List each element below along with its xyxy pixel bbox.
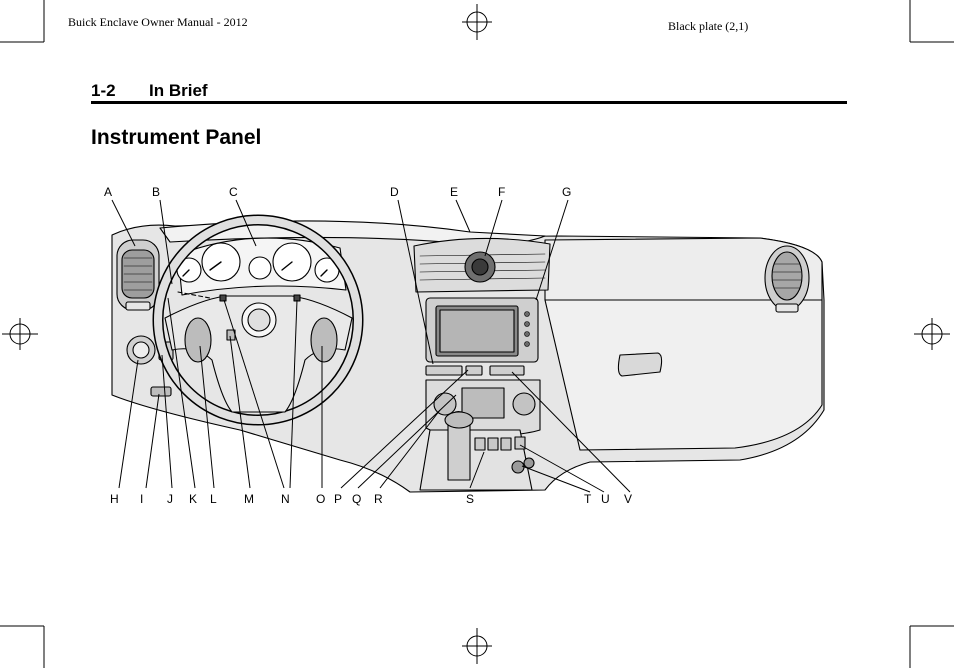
- callout-S: S: [466, 492, 474, 506]
- left-temp-knob-icon: [433, 392, 457, 416]
- callout-B: B: [152, 185, 160, 199]
- glovebox-handle: [617, 352, 663, 377]
- callout-R: R: [374, 492, 383, 506]
- running-header-title: Buick Enclave Owner Manual - 2012: [68, 15, 248, 29]
- right-temp-knob-icon: [512, 392, 536, 416]
- left-air-vent-icon: [116, 239, 160, 311]
- aux-outlet-icon: [523, 457, 535, 469]
- lower-switch-bank: [474, 436, 526, 451]
- callout-T: T: [584, 492, 592, 506]
- callout-L: L: [210, 492, 217, 506]
- right-air-vent-icon: [764, 245, 810, 313]
- section-rule: [91, 101, 847, 104]
- glovebox-panel: [544, 299, 823, 451]
- callout-A: A: [104, 185, 112, 199]
- callout-E: E: [450, 185, 458, 199]
- callout-N: N: [281, 492, 290, 506]
- callout-U: U: [601, 492, 610, 506]
- left-wheel-controls-icon: [184, 317, 212, 363]
- callout-P: P: [334, 492, 342, 506]
- steering-wheel-icon: [152, 214, 364, 426]
- right-wheel-controls-icon: [310, 317, 338, 363]
- callout-leaders: [111, 199, 631, 493]
- section-number: 1-2: [91, 81, 116, 100]
- upper-dash-brow: [544, 237, 823, 301]
- callout-J: J: [167, 492, 173, 506]
- gauge-center-icon: [248, 256, 272, 280]
- navigation-radio-icon: [425, 297, 539, 363]
- callout-F: F: [498, 185, 505, 199]
- section-name: In Brief: [149, 81, 208, 100]
- callout-Q: Q: [352, 492, 361, 506]
- callout-G: G: [562, 185, 571, 199]
- callout-C: C: [229, 185, 238, 199]
- callout-I: I: [140, 492, 143, 506]
- callout-D: D: [390, 185, 399, 199]
- callout-M: M: [244, 492, 254, 506]
- callout-H: H: [110, 492, 119, 506]
- callout-K: K: [189, 492, 197, 506]
- power-outlet-icon: [511, 460, 525, 474]
- radio-button-row: [425, 365, 525, 376]
- callout-V: V: [624, 492, 632, 506]
- running-header-plate: Black plate (2,1): [668, 19, 749, 33]
- callout-O: O: [316, 492, 325, 506]
- page-title: Instrument Panel: [91, 126, 262, 149]
- climate-control-panel: [425, 379, 541, 437]
